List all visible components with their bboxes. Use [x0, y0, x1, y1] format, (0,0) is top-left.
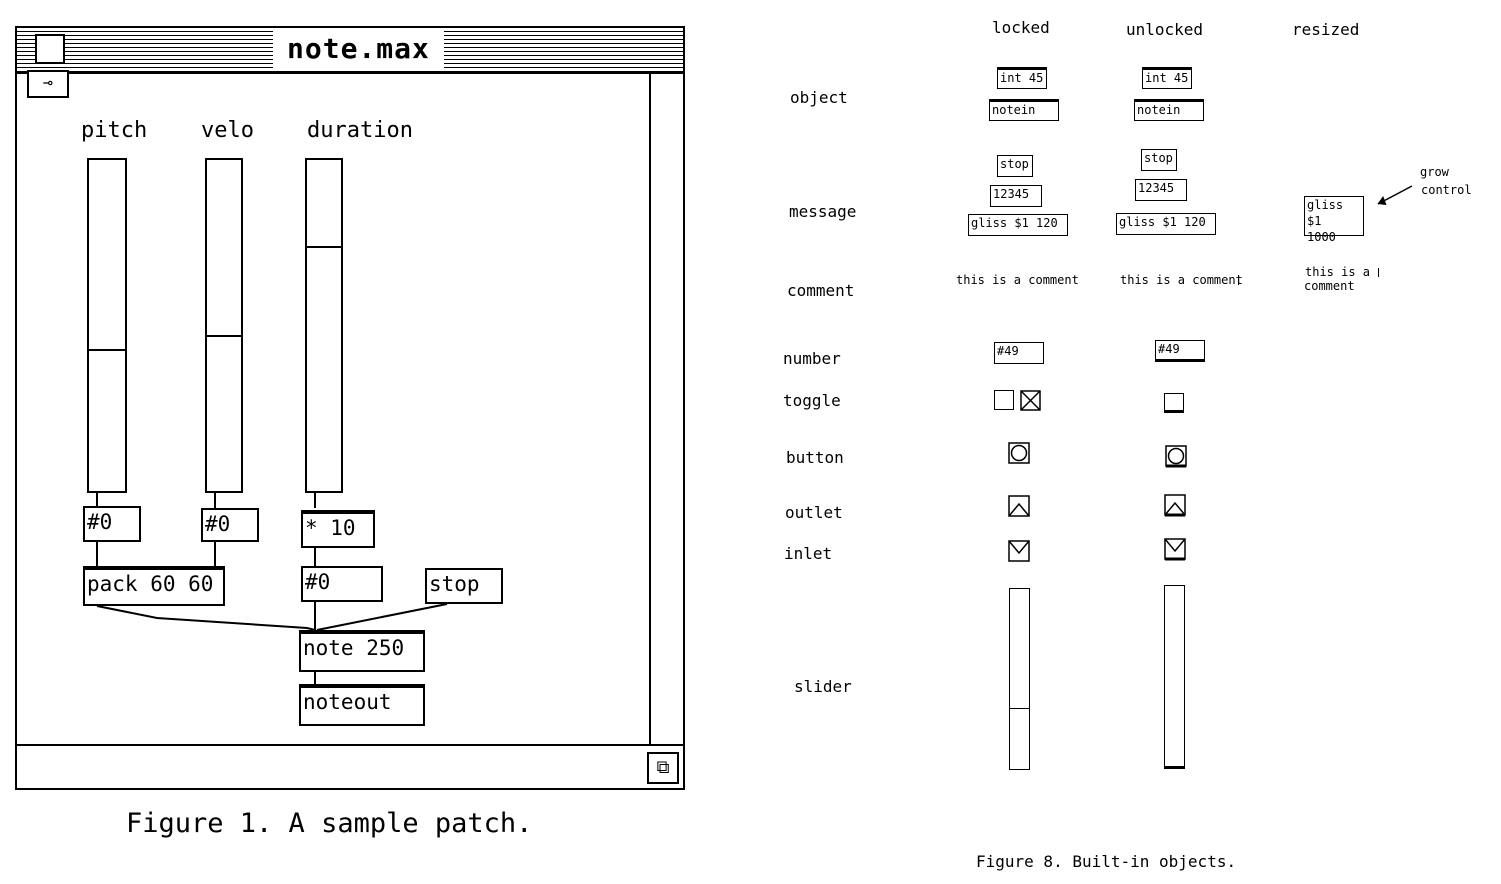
- notein-object-unlocked[interactable]: notein: [1134, 99, 1204, 121]
- comment-resized-line2: comment: [1304, 279, 1355, 293]
- slider-velo-thumb[interactable]: [207, 335, 241, 338]
- vertical-scrollbar[interactable]: [649, 74, 651, 744]
- multiply-object[interactable]: * 10: [301, 510, 375, 548]
- slider-duration[interactable]: [305, 158, 343, 493]
- outlet-icon-unlocked[interactable]: [1164, 494, 1186, 517]
- number-message-locked[interactable]: 12345: [990, 185, 1042, 207]
- inlet-icon-unlocked[interactable]: [1164, 538, 1186, 561]
- number-message-unlocked[interactable]: 12345: [1135, 179, 1187, 201]
- row-comment: comment: [787, 281, 855, 300]
- number-box-unlocked[interactable]: #49: [1155, 340, 1205, 362]
- resize-icon[interactable]: ⧉: [647, 752, 679, 784]
- outlet-icon-locked[interactable]: [1008, 495, 1030, 517]
- row-object: object: [790, 88, 848, 107]
- figure-1-caption: Figure 1. A sample patch.: [126, 808, 533, 839]
- grow-label: grow: [1420, 165, 1449, 179]
- row-number: number: [783, 349, 841, 368]
- stop-message-locked[interactable]: stop: [997, 155, 1033, 177]
- slider-unlocked[interactable]: [1164, 585, 1185, 769]
- comment-grow-handle-resized[interactable]: [1378, 268, 1379, 277]
- row-button: button: [786, 448, 844, 467]
- slider-velo[interactable]: [205, 158, 243, 493]
- slider-duration-thumb[interactable]: [307, 246, 341, 249]
- gliss-message-resized[interactable]: gliss $1 1000: [1304, 196, 1364, 244]
- row-inlet: inlet: [784, 544, 833, 563]
- slider-pitch-thumb[interactable]: [89, 348, 125, 351]
- close-box[interactable]: [35, 34, 65, 64]
- number-box-pitch[interactable]: #0: [83, 506, 141, 542]
- int-object-locked[interactable]: int 45: [997, 67, 1047, 89]
- gliss-resized-line1: gliss $1: [1307, 198, 1344, 228]
- pack-object[interactable]: pack 60 60: [83, 566, 225, 606]
- number-box-locked[interactable]: #49: [994, 342, 1044, 364]
- title-bar[interactable]: note.max: [17, 28, 683, 74]
- row-message: message: [789, 202, 857, 221]
- control-label: control: [1421, 183, 1472, 197]
- label-duration: duration: [307, 118, 413, 143]
- label-velo: velo: [201, 118, 254, 143]
- toggle-unlocked[interactable]: [1164, 393, 1184, 413]
- row-outlet: outlet: [785, 503, 843, 522]
- horizontal-scrollbar[interactable]: [17, 744, 683, 746]
- stop-message[interactable]: stop: [425, 568, 503, 604]
- window-title: note.max: [273, 30, 444, 68]
- gliss-message-locked[interactable]: gliss $1 120: [968, 214, 1068, 236]
- column-locked: locked: [992, 18, 1050, 37]
- comment-unlocked[interactable]: this is a comment: [1120, 273, 1243, 287]
- key-icon[interactable]: ⊸: [27, 70, 69, 98]
- inlet-icon-locked[interactable]: [1008, 540, 1030, 562]
- comment-resized-line1: this is a: [1305, 265, 1371, 279]
- slider-pitch[interactable]: [87, 158, 127, 493]
- slider-locked-thumb[interactable]: [1010, 707, 1029, 710]
- int-object-unlocked[interactable]: int 45: [1142, 67, 1192, 89]
- comment-locked: this is a comment: [956, 273, 1079, 287]
- row-slider: slider: [794, 677, 852, 696]
- patch-cords: [96, 493, 448, 684]
- noteout-object[interactable]: noteout: [299, 684, 425, 726]
- toggle-off-locked[interactable]: [994, 390, 1014, 410]
- number-box-duration[interactable]: #0: [301, 566, 383, 602]
- patcher-window: note.max ⊸ ⧉ pitch velo duration #0 #0 *…: [15, 26, 685, 790]
- stop-message-unlocked[interactable]: stop: [1141, 149, 1177, 171]
- gliss-resized-line2: 1000: [1307, 230, 1336, 244]
- figure-8-caption: Figure 8. Built-in objects.: [976, 852, 1237, 871]
- comment-grow-handle-unlocked[interactable]: [1238, 275, 1239, 285]
- label-pitch: pitch: [81, 118, 148, 143]
- slider-locked[interactable]: [1009, 588, 1030, 770]
- toggle-on-locked[interactable]: [1020, 390, 1041, 411]
- column-resized: resized: [1292, 20, 1360, 39]
- column-unlocked: unlocked: [1126, 20, 1204, 39]
- bang-button-unlocked[interactable]: [1165, 445, 1187, 468]
- number-box-velo[interactable]: #0: [201, 508, 259, 542]
- gliss-message-unlocked[interactable]: gliss $1 120: [1116, 213, 1216, 235]
- bang-button-locked[interactable]: [1008, 442, 1030, 464]
- row-toggle: toggle: [783, 391, 841, 410]
- grow-control-arrow-icon: [1377, 185, 1413, 206]
- notein-object-locked[interactable]: notein: [989, 99, 1059, 121]
- note-object[interactable]: note 250: [299, 630, 425, 672]
